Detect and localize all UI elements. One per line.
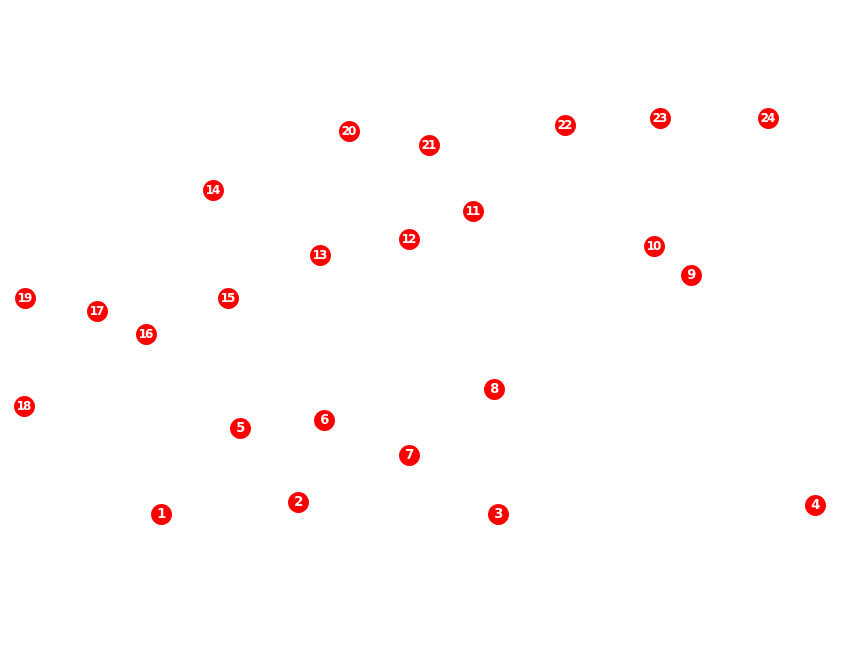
marker-3[interactable]: 3 [487, 503, 509, 525]
marker-1[interactable]: 1 [150, 503, 172, 525]
marker-21-label: 21 [421, 138, 437, 152]
marker-15-label: 15 [220, 291, 236, 305]
marker-7[interactable]: 7 [398, 444, 420, 466]
marker-19[interactable]: 19 [14, 287, 36, 309]
marker-23-label: 23 [652, 111, 668, 125]
marker-17[interactable]: 17 [86, 300, 108, 322]
marker-20[interactable]: 20 [338, 120, 360, 142]
marker-21[interactable]: 21 [418, 134, 440, 156]
marker-23[interactable]: 23 [649, 107, 671, 129]
marker-14-label: 14 [205, 183, 221, 197]
marker-11[interactable]: 11 [462, 200, 484, 222]
marker-10[interactable]: 10 [643, 235, 665, 257]
marker-16-label: 16 [138, 327, 154, 341]
marker-8[interactable]: 8 [483, 378, 505, 400]
marker-6-label: 6 [320, 412, 329, 428]
marker-12[interactable]: 12 [398, 228, 420, 250]
marker-22[interactable]: 22 [554, 114, 576, 136]
marker-18-label: 18 [16, 399, 32, 413]
marker-20-label: 20 [341, 124, 357, 138]
marker-22-label: 22 [557, 118, 573, 132]
marker-24[interactable]: 24 [757, 107, 779, 129]
marker-12-label: 12 [401, 232, 417, 246]
marker-14[interactable]: 14 [202, 179, 224, 201]
marker-7-label: 7 [405, 447, 414, 463]
marker-9-label: 9 [687, 267, 696, 283]
marker-3-label: 3 [494, 506, 503, 522]
marker-4-label: 4 [811, 497, 820, 513]
marker-15[interactable]: 15 [217, 287, 239, 309]
marker-18[interactable]: 18 [13, 395, 35, 417]
marker-17-label: 17 [89, 304, 105, 318]
marker-24-label: 24 [760, 111, 776, 125]
marker-2-label: 2 [294, 494, 303, 510]
marker-16[interactable]: 16 [135, 323, 157, 345]
marker-4[interactable]: 4 [804, 494, 826, 516]
marker-5[interactable]: 5 [229, 417, 251, 439]
marker-2[interactable]: 2 [287, 491, 309, 513]
marker-13-label: 13 [312, 248, 328, 262]
marker-10-label: 10 [646, 239, 662, 253]
marker-8-label: 8 [490, 381, 499, 397]
marker-6[interactable]: 6 [313, 409, 335, 431]
marker-13[interactable]: 13 [309, 244, 331, 266]
marker-5-label: 5 [236, 420, 245, 436]
marker-1-label: 1 [157, 506, 166, 522]
marker-11-label: 11 [465, 204, 481, 218]
marker-19-label: 19 [17, 291, 33, 305]
marker-9[interactable]: 9 [680, 264, 702, 286]
